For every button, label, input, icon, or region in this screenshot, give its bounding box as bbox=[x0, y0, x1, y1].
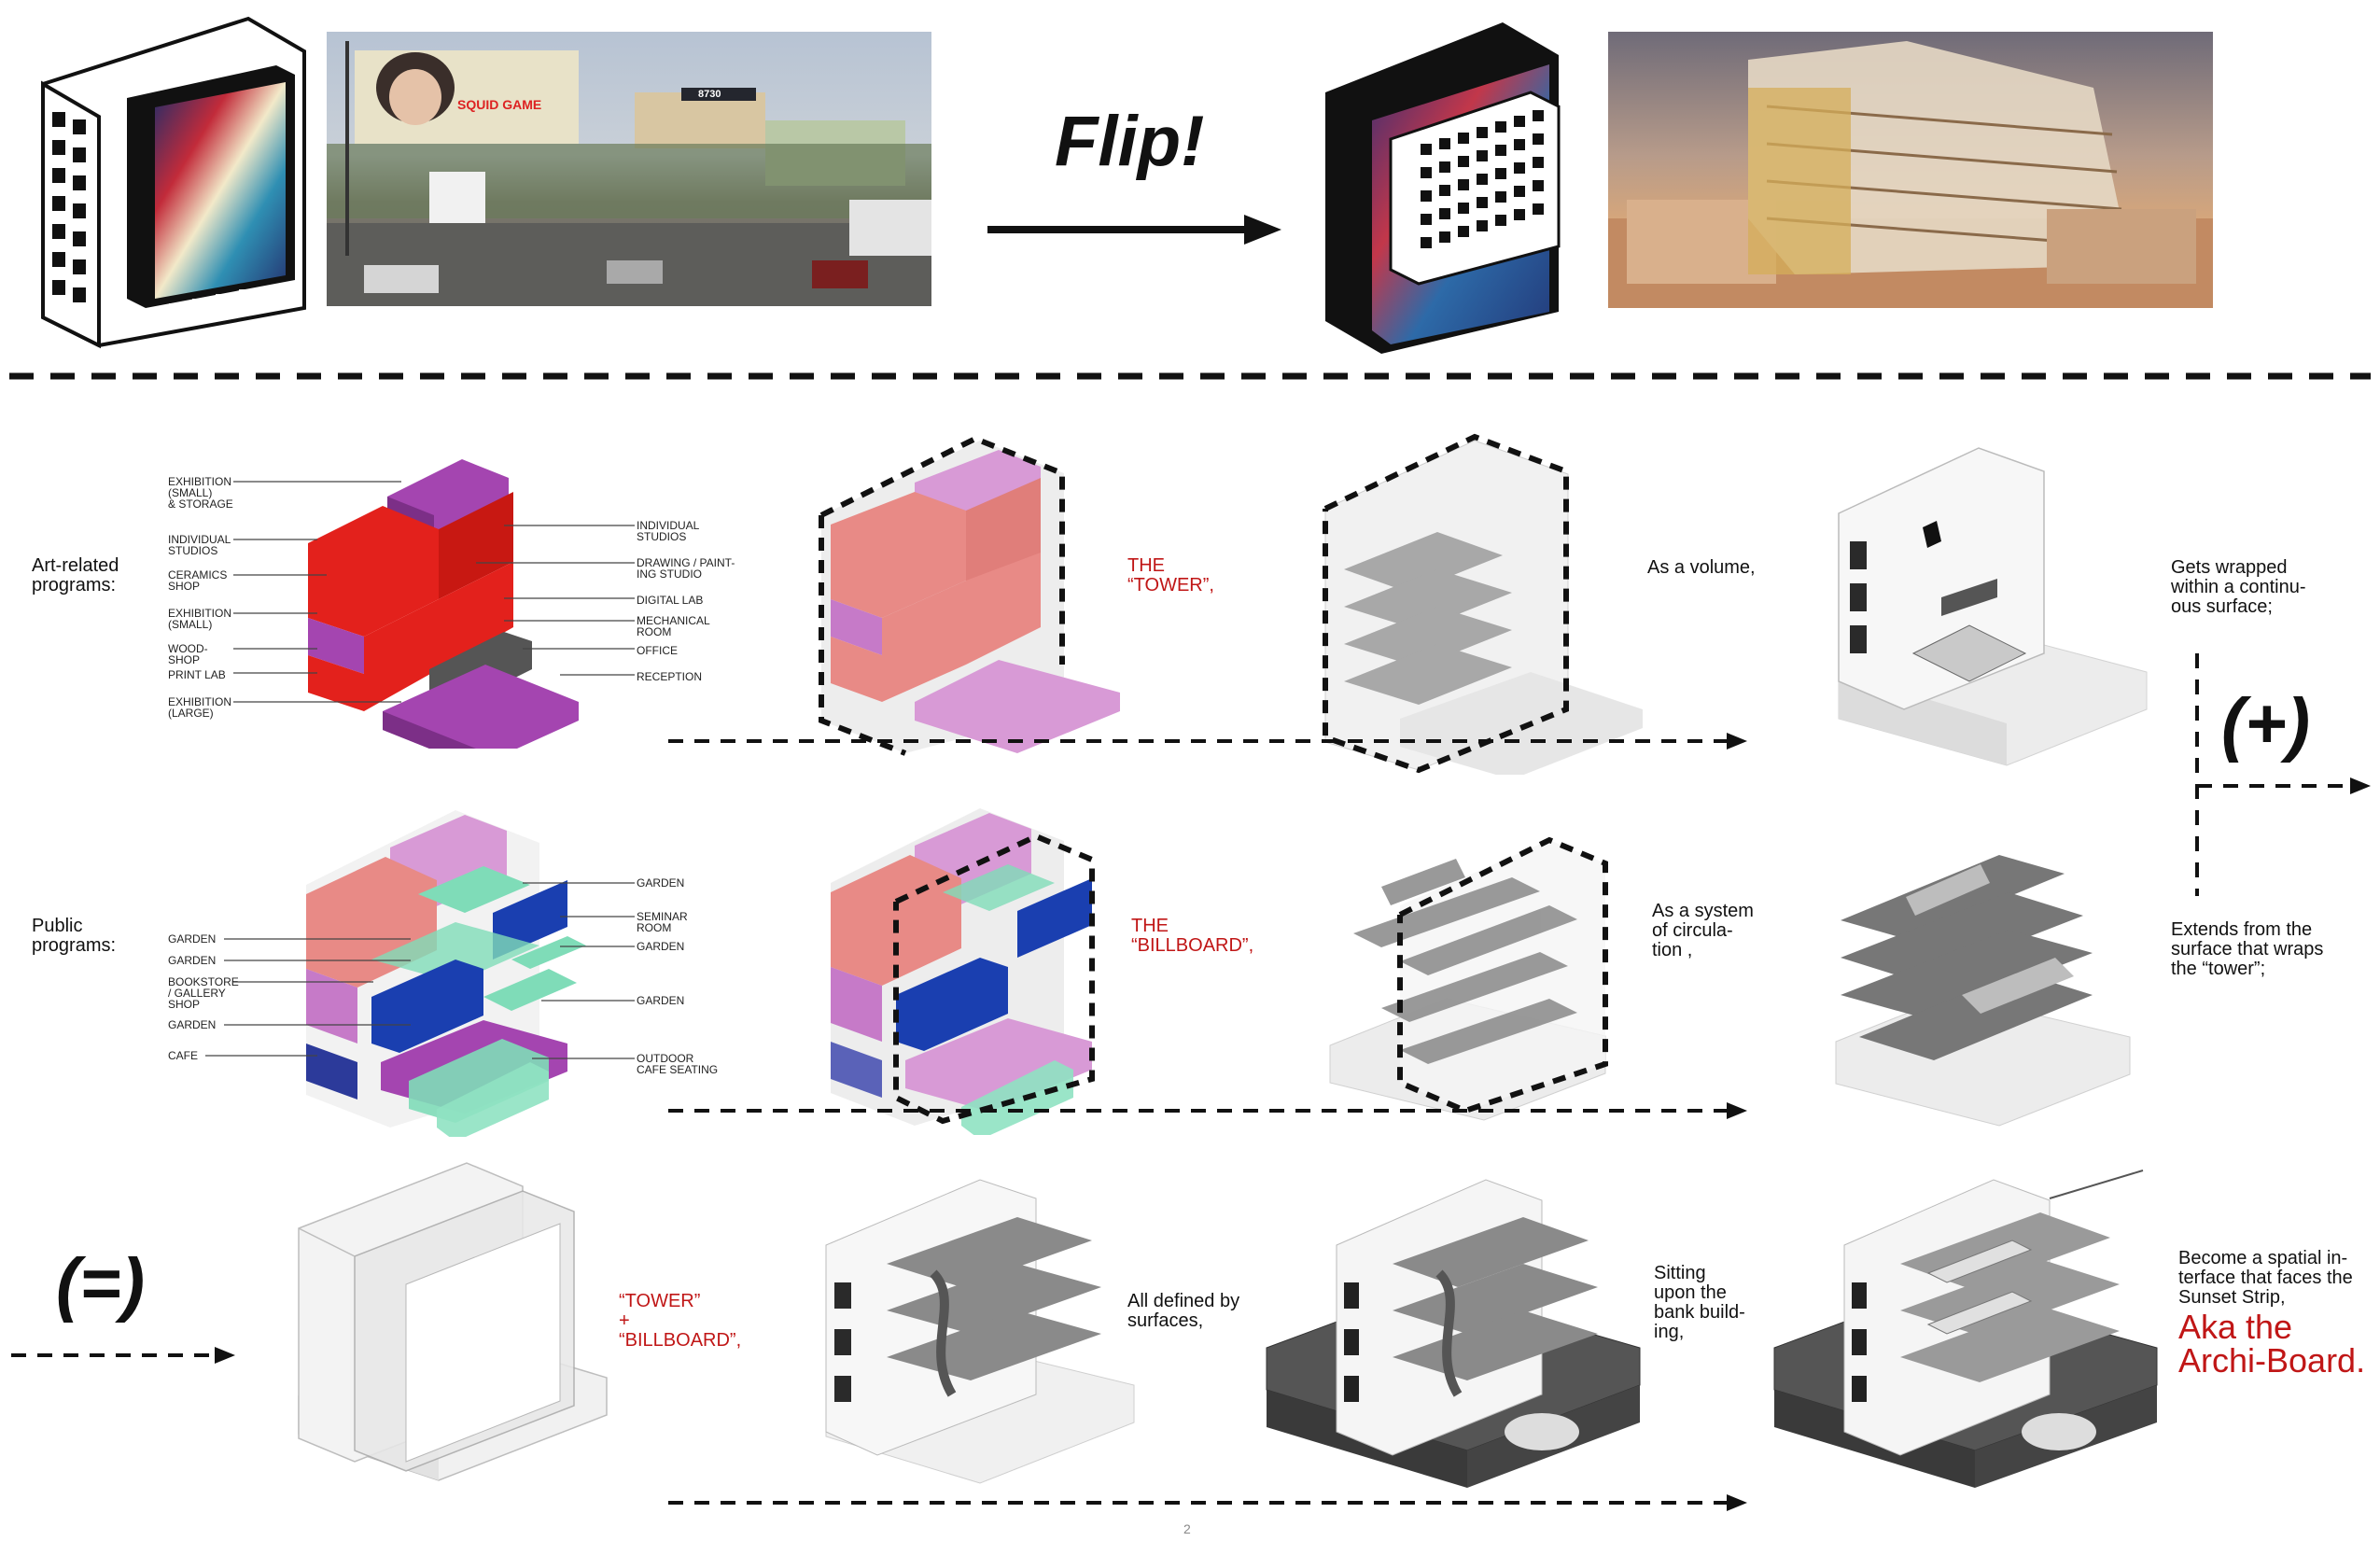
circulation-diagram bbox=[1329, 836, 1608, 1121]
tower-caption: THE “TOWER”, bbox=[1127, 555, 1214, 595]
public-programs-title: Public programs: bbox=[32, 916, 117, 956]
extends-caption: Extends from the surface that wraps the … bbox=[2171, 919, 2324, 979]
label-garden-left-3: GARDEN bbox=[168, 1018, 217, 1031]
archiboard-rendering-photo bbox=[1608, 32, 2213, 308]
tower-with-billboard-icon bbox=[41, 16, 306, 349]
billboard-caption: THE “BILLBOARD”, bbox=[1131, 916, 1254, 956]
label-garden-right-3: GARDEN bbox=[637, 994, 685, 1007]
plus-branch-arrow bbox=[2195, 653, 2371, 896]
tower-diagram bbox=[819, 435, 1120, 756]
tower-billboard-glass-diagram bbox=[298, 1162, 608, 1481]
archiboard-final-diagram bbox=[1773, 1170, 2158, 1488]
page-number: 2 bbox=[1183, 1521, 1191, 1536]
section-divider bbox=[9, 372, 2371, 380]
label-office: OFFICE bbox=[637, 644, 678, 657]
label-exhibition-large: EXHIBITION(LARGE) bbox=[168, 695, 232, 720]
public-programs-block-diagram bbox=[306, 810, 586, 1137]
sunset-strip-street-photo: SQUID GAME 8730 bbox=[327, 32, 931, 306]
flipped-billboard-tower-icon bbox=[1325, 22, 1561, 354]
row1-arrow bbox=[668, 733, 1747, 749]
label-garden-left-1: GARDEN bbox=[168, 932, 217, 946]
volume-diagram bbox=[1323, 433, 1643, 775]
label-reception: RECEPTION bbox=[637, 670, 703, 683]
billboard-brand-text: SQUID GAME bbox=[457, 97, 542, 112]
label-print-lab: PRINT LAB bbox=[168, 668, 226, 681]
extends-diagram bbox=[1835, 855, 2131, 1127]
tower-plus-billboard-caption: “TOWER” + “BILLBOARD”, bbox=[619, 1291, 742, 1351]
sign-number-text: 8730 bbox=[698, 89, 721, 100]
label-woodshop: WOOD-SHOP bbox=[168, 642, 208, 666]
sitting-caption: Sitting upon the bank build- ing, bbox=[1654, 1263, 1745, 1342]
label-garden-right-2: GARDEN bbox=[637, 940, 685, 953]
flip-arrow bbox=[987, 215, 1281, 245]
label-exhibition-small: EXHIBITION(SMALL) bbox=[168, 607, 232, 631]
surfaces-caption: All defined by surfaces, bbox=[1127, 1291, 1240, 1331]
circulation-caption: As a system of circula- tion , bbox=[1652, 901, 1754, 960]
row3-arrow bbox=[668, 1494, 1747, 1511]
interface-caption: Become a spatial in- terface that faces … bbox=[2178, 1248, 2353, 1308]
equals-arrow bbox=[11, 1347, 235, 1364]
plus-operator: (+) bbox=[2221, 684, 2310, 763]
volume-caption: As a volume, bbox=[1647, 557, 1756, 578]
billboard-diagram bbox=[831, 808, 1095, 1135]
flip-label: Flip! bbox=[1055, 102, 1205, 181]
label-drawing-painting-studio: DRAWING / PAINT-ING STUDIO bbox=[637, 556, 735, 581]
surfaces-diagram bbox=[825, 1179, 1135, 1484]
label-digital-lab: DIGITAL LAB bbox=[637, 594, 704, 607]
label-garden-right-1: GARDEN bbox=[637, 876, 685, 890]
art-programs-block-diagram bbox=[308, 459, 579, 749]
bank-building-diagram bbox=[1266, 1179, 1641, 1488]
row2-arrow bbox=[668, 1102, 1747, 1119]
label-exhibition-small-storage: EXHIBITION(SMALL)& STORAGE bbox=[168, 475, 233, 511]
archiboard-title: Aka the Archi-Board. bbox=[2178, 1308, 2366, 1380]
label-garden-left-2: GARDEN bbox=[168, 954, 217, 967]
wrapped-surface-diagram bbox=[1838, 447, 2148, 766]
equals-operator: (=) bbox=[56, 1244, 145, 1324]
label-cafe: CAFE bbox=[168, 1049, 199, 1062]
wrapped-caption: Gets wrapped within a continu- ous surfa… bbox=[2171, 557, 2306, 617]
art-programs-title: Art-related programs: bbox=[32, 555, 119, 595]
